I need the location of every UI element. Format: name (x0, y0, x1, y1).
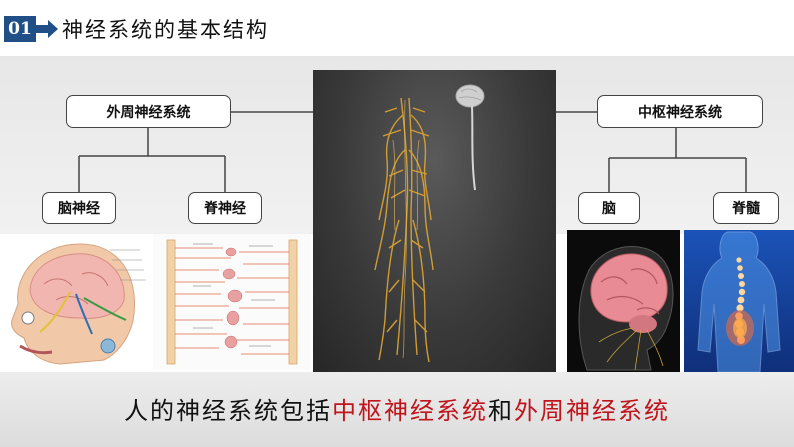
brain-node: 脑 (578, 192, 640, 224)
spinal-nerves-node: 脊神经 (188, 192, 262, 224)
brain-illustration (567, 230, 680, 372)
caption-central: 中枢神经系统 (332, 397, 488, 425)
arrow-right-icon (36, 20, 58, 38)
section-number-badge: 01 (4, 16, 36, 42)
central-nervous-system-node: 中枢神经系统 (597, 95, 763, 128)
cranial-nerves-node: 脑神经 (42, 192, 116, 224)
caption-peripheral: 外周神经系统 (514, 397, 670, 425)
spinal-cord-node: 脊髓 (713, 192, 779, 224)
cranial-nerves-illustration (0, 234, 150, 370)
nervous-system-3d-image (313, 70, 556, 372)
spinal-nerves-illustration (153, 234, 310, 370)
caption-prefix: 人的神经系统包括 (124, 397, 332, 425)
caption-joiner: 和 (488, 397, 514, 425)
spinal-cord-illustration (684, 230, 794, 372)
caption-background (0, 372, 794, 447)
peripheral-nervous-system-node: 外周神经系统 (66, 95, 231, 128)
page-title: 神经系统的基本结构 (62, 18, 269, 42)
nervous-system-illustration (374, 84, 485, 363)
summary-caption: 人的神经系统包括中枢神经系统和外周神经系统 (0, 394, 794, 428)
